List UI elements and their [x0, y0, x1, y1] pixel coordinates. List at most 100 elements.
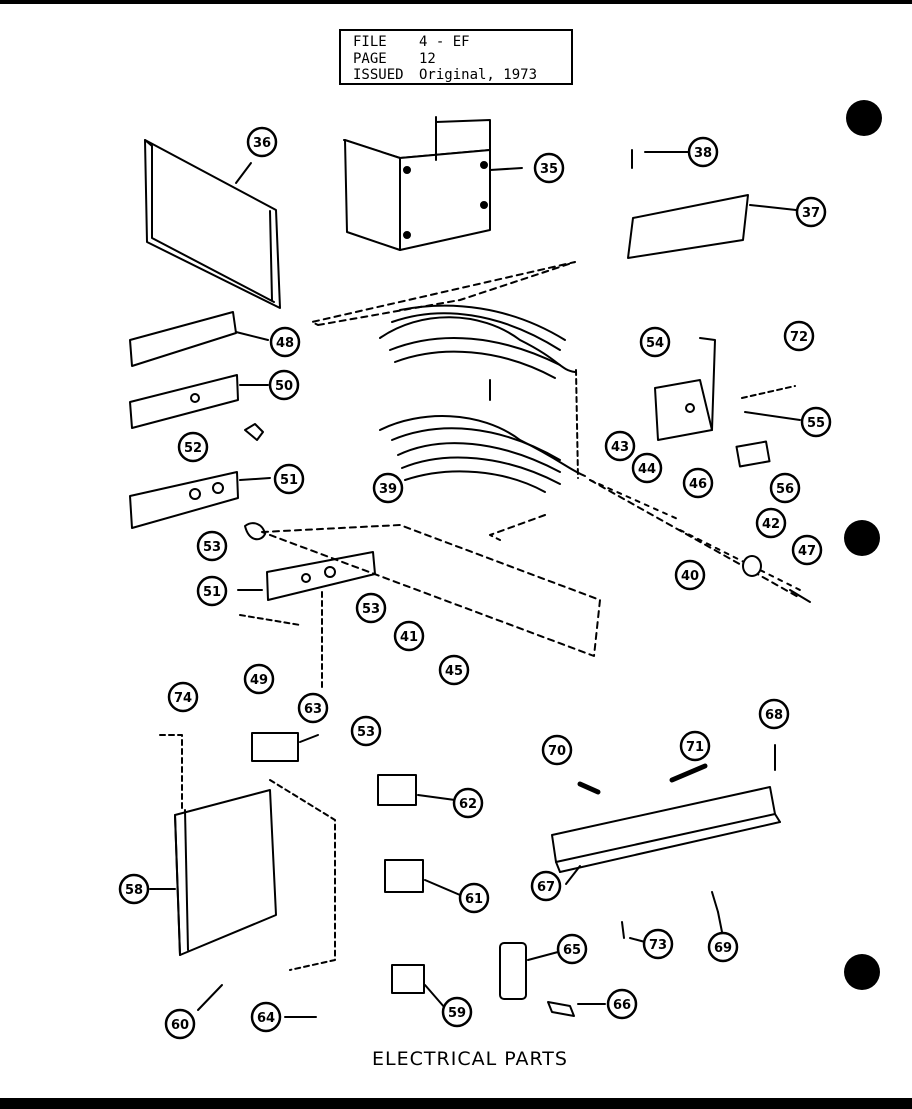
relay-59-part [391, 964, 446, 1009]
callout-number: 46 [689, 477, 707, 492]
sheet-top-border [0, 0, 912, 4]
callout-number: 42 [762, 517, 780, 532]
callout-number: 73 [649, 938, 667, 953]
relay-61-part [384, 859, 461, 896]
callout-60: 60 [164, 1008, 196, 1040]
callout-number: 66 [613, 998, 631, 1013]
callout-number: 36 [253, 136, 271, 151]
callout-circle [297, 692, 329, 724]
callout-number: 65 [563, 943, 581, 958]
callout-51: 51 [273, 463, 305, 495]
callout-62: 62 [452, 787, 484, 819]
callout-41: 41 [393, 620, 425, 652]
callout-67: 67 [530, 870, 562, 902]
callout-circle [196, 575, 228, 607]
callout-circle [639, 326, 671, 358]
callout-circle [604, 430, 636, 462]
callout-72: 72 [783, 320, 815, 352]
callout-48: 48 [269, 326, 301, 358]
capacitor-part [499, 942, 606, 1017]
callout-number: 38 [694, 146, 712, 161]
callout-number: 51 [280, 473, 298, 488]
callout-circle [791, 534, 823, 566]
callout-number: 60 [171, 1018, 189, 1033]
terminal-strip-part [237, 524, 601, 691]
callout-49: 49 [243, 663, 275, 695]
callout-circle [246, 126, 278, 158]
callout-circle [758, 698, 790, 730]
callout-circle [783, 320, 815, 352]
callout-50: 50 [268, 369, 300, 401]
callout-number: 61 [465, 892, 483, 907]
callout-number: 74 [174, 691, 192, 706]
callout-circle [755, 507, 787, 539]
callout-52: 52 [177, 431, 209, 463]
callout-circle [679, 730, 711, 762]
heater-element-upper-part [311, 261, 579, 479]
callout-circle [795, 196, 827, 228]
callout-circle [196, 530, 228, 562]
callout-circle [530, 870, 562, 902]
callout-54: 54 [639, 326, 671, 358]
callout-circle [687, 136, 719, 168]
callout-68: 68 [758, 698, 790, 730]
callout-circle [707, 931, 739, 963]
callout-46: 46 [682, 467, 714, 499]
callout-number: 40 [681, 569, 699, 584]
callout-number: 50 [275, 379, 293, 394]
callout-circle [800, 406, 832, 438]
mounting-bracket-48-part [129, 311, 269, 367]
mounting-bracket-50-part [129, 374, 269, 441]
callout-number: 48 [276, 336, 294, 351]
callout-circle [441, 996, 473, 1028]
callout-37: 37 [795, 196, 827, 228]
callout-circle [541, 734, 573, 766]
callout-number: 62 [459, 797, 477, 812]
callout-circle [167, 681, 199, 713]
transformer-part [251, 732, 319, 762]
callout-number: 43 [611, 440, 629, 455]
callout-66: 66 [606, 988, 638, 1020]
control-panel-part [149, 734, 336, 1018]
callout-circle [393, 620, 425, 652]
page-label: PAGE [353, 50, 387, 67]
circuit-board-part [551, 744, 781, 885]
callout-number: 52 [184, 441, 202, 456]
callout-number: 53 [357, 725, 375, 740]
callout-56: 56 [769, 472, 801, 504]
callout-circle [533, 152, 565, 184]
callout-number: 58 [125, 883, 143, 898]
callout-circle [556, 933, 588, 965]
callout-number: 35 [540, 162, 558, 177]
file-label: FILE [353, 34, 387, 50]
callout-number: 39 [379, 482, 397, 497]
callout-circle [674, 559, 706, 591]
callout-55: 55 [800, 406, 832, 438]
callout-circle [372, 472, 404, 504]
callout-number: 64 [257, 1011, 275, 1026]
callout-circle [164, 1008, 196, 1040]
callout-38: 38 [687, 136, 719, 168]
callout-number: 54 [646, 336, 664, 351]
callout-40: 40 [674, 559, 706, 591]
callout-65: 65 [556, 933, 588, 965]
callout-number: 53 [362, 602, 380, 617]
callout-53: 53 [350, 715, 382, 747]
binder-hole-icon [844, 520, 880, 556]
callout-circle [452, 787, 484, 819]
side-panel-part [144, 139, 281, 309]
binder-hole-icon [844, 954, 880, 990]
callout-circle [273, 463, 305, 495]
mounting-bracket-51-part [129, 471, 271, 541]
callout-number: 49 [250, 673, 268, 688]
callout-35: 35 [533, 152, 565, 184]
callout-circle [243, 663, 275, 695]
callout-circle [769, 472, 801, 504]
callout-number: 69 [714, 941, 732, 956]
callout-number: 67 [537, 880, 555, 895]
callout-number: 44 [638, 462, 656, 477]
callout-number: 55 [807, 416, 825, 431]
screw-parts [621, 891, 723, 943]
callout-number: 68 [765, 708, 783, 723]
